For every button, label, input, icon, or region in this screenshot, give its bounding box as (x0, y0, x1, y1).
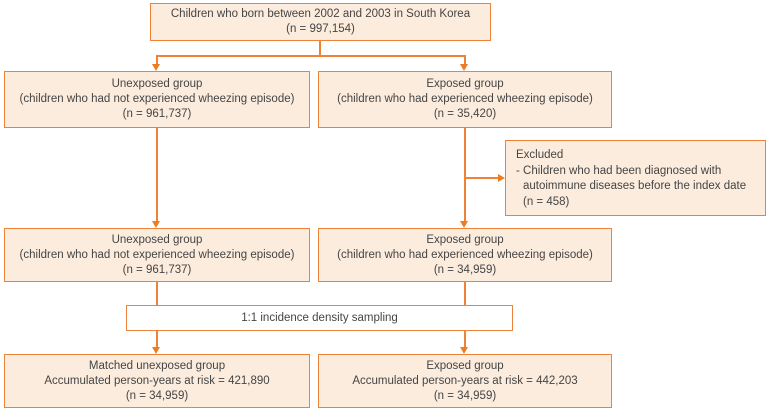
unexposed-after-count: (n = 961,737) (122, 263, 192, 276)
connector-exposed-initial-to-after (464, 128, 466, 222)
connector-unexposed-initial-to-after (156, 128, 158, 222)
connector-to-exposed-initial (464, 55, 466, 65)
unexposed-initial-count: (n = 961,737) (122, 108, 192, 120)
connector-unexposed-to-sampling (156, 282, 158, 305)
arrow-down-unexposed-after (152, 221, 161, 228)
exposed-initial-count: (n = 35,420) (433, 108, 497, 120)
connector-source-stem (319, 41, 321, 56)
arrow-down-matched-final (152, 347, 161, 354)
box-matched-unexposed-final: Matched unexposed group Accumulated pers… (4, 354, 310, 408)
excluded-count: (n = 458) (523, 195, 570, 208)
box-incidence-density-sampling: 1:1 incidence density sampling (126, 305, 513, 331)
matched-final-title: Matched unexposed group (88, 359, 226, 372)
box-exposed-group-initial: Exposed group (children who had experien… (318, 71, 612, 128)
connector-sampling-to-exposed-final (464, 331, 466, 348)
connector-split-horizontal (157, 55, 466, 57)
box-unexposed-group-after-exclusion: Unexposed group (children who had not ex… (4, 228, 310, 282)
arrow-right-excluded (498, 173, 505, 182)
arrow-down-exposed-after (460, 221, 469, 228)
exposed-initial-description: (children who had experienced wheezing e… (337, 93, 593, 105)
box-excluded: Excluded - Children who had been diagnos… (505, 140, 766, 216)
exposed-after-title: Exposed group (426, 233, 504, 246)
unexposed-after-title: Unexposed group (111, 233, 203, 246)
sampling-label: 1:1 incidence density sampling (241, 311, 398, 324)
exposed-initial-title: Exposed group (426, 78, 504, 90)
matched-final-person-years: Accumulated person-years at risk = 421,8… (44, 374, 270, 387)
exposed-after-count: (n = 34,959) (433, 263, 497, 276)
source-population-count: (n = 997,154) (286, 23, 355, 35)
arrow-down-exposed-initial (460, 64, 469, 71)
unexposed-initial-description: (children who had not experienced wheezi… (19, 93, 295, 105)
box-exposed-group-after-exclusion: Exposed group (children who had experien… (318, 228, 612, 282)
exposed-final-title: Exposed group (426, 359, 504, 372)
box-source-population: Children who born between 2002 and 2003 … (150, 3, 491, 41)
exposed-final-count: (n = 34,959) (433, 389, 497, 402)
exposed-final-person-years: Accumulated person-years at risk = 442,2… (352, 374, 578, 387)
connector-to-unexposed-initial (156, 55, 158, 65)
matched-final-count: (n = 34,959) (125, 389, 189, 402)
unexposed-after-description: (children who had not experienced wheezi… (19, 248, 295, 261)
box-unexposed-group-initial: Unexposed group (children who had not ex… (4, 71, 310, 128)
arrow-down-exposed-final (460, 347, 469, 354)
excluded-title: Excluded (516, 149, 564, 161)
connector-to-excluded (465, 177, 499, 179)
excluded-reason: - Children who had been diagnosed with a… (516, 164, 747, 193)
unexposed-initial-title: Unexposed group (111, 78, 203, 90)
connector-exposed-to-sampling (464, 282, 466, 305)
exposed-after-description: (children who had experienced wheezing e… (337, 248, 593, 261)
arrow-down-unexposed-initial (152, 64, 161, 71)
box-exposed-group-final: Exposed group Accumulated person-years a… (318, 354, 612, 408)
connector-sampling-to-matched (156, 331, 158, 348)
source-population-label: Children who born between 2002 and 2003 … (170, 8, 471, 20)
